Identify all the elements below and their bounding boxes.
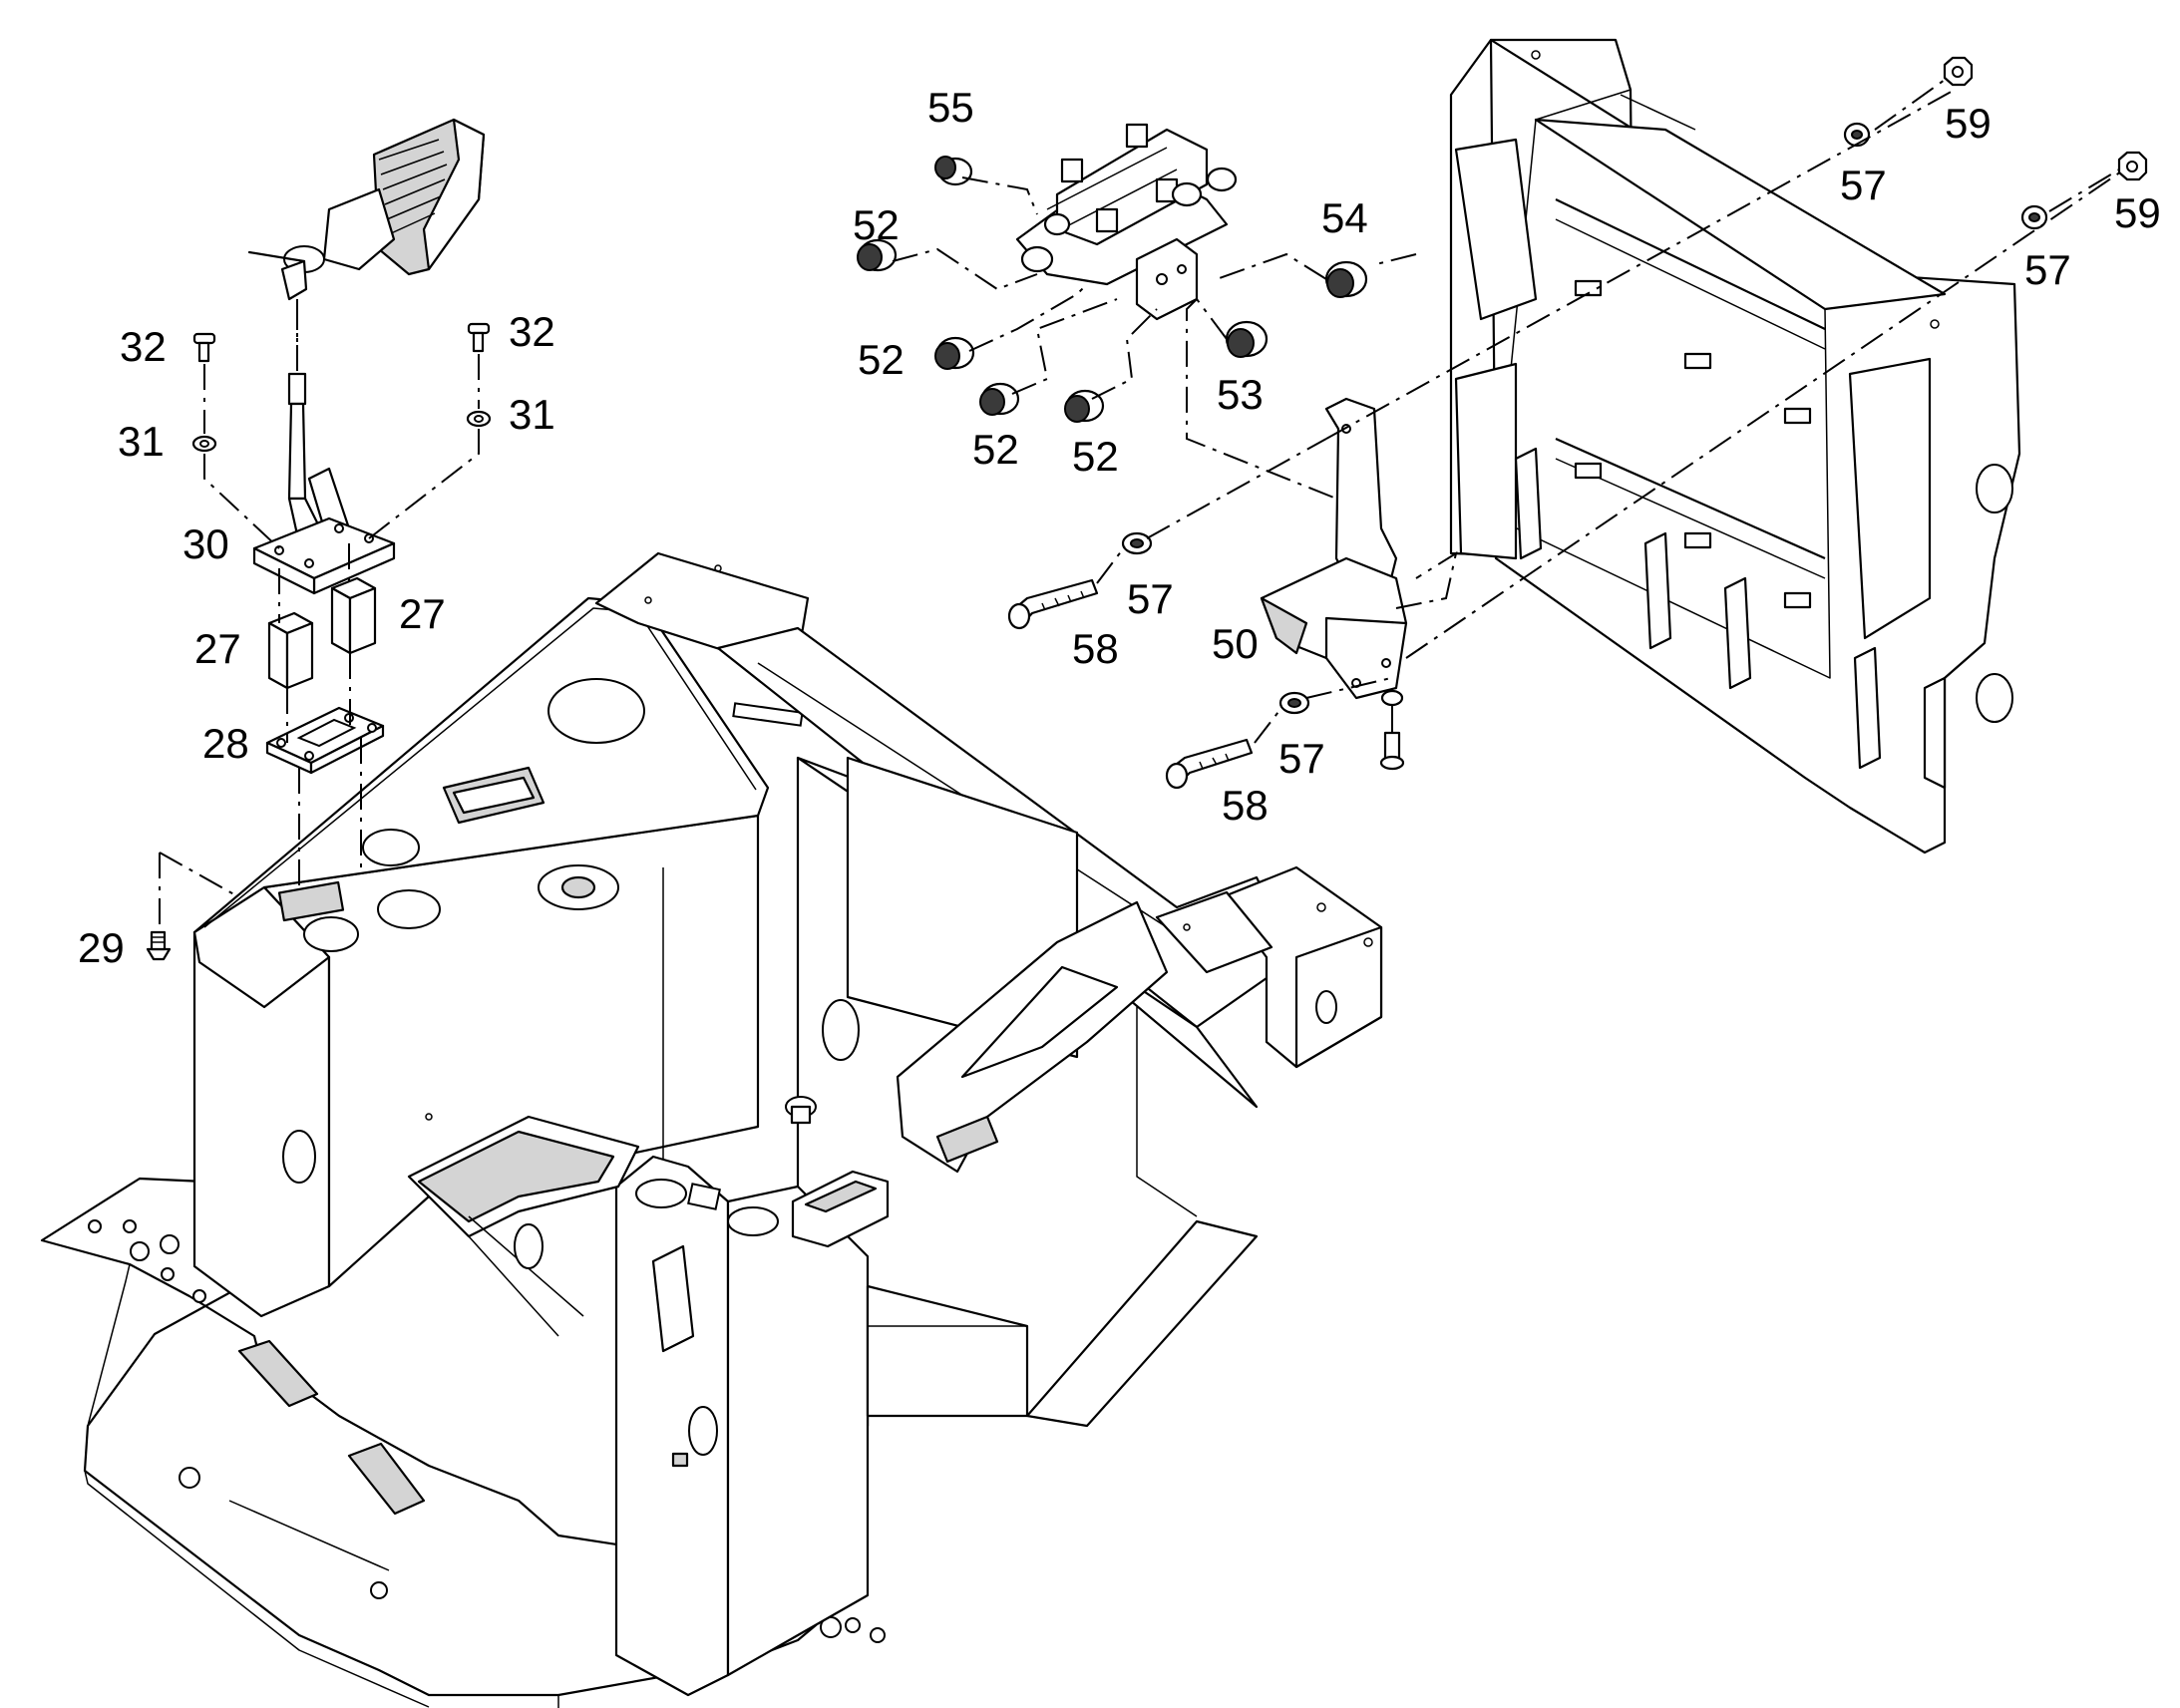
callout-58-upper: 58 bbox=[1072, 625, 1119, 672]
callout-53: 53 bbox=[1217, 371, 1264, 418]
steering-column bbox=[252, 299, 396, 595]
callout-57-lower-bolt: 57 bbox=[1278, 735, 1325, 782]
rear-frame bbox=[1449, 38, 2021, 854]
callout-54: 54 bbox=[1321, 194, 1368, 241]
rubber-mount-27 bbox=[267, 576, 377, 690]
bolts-32-washers-31 bbox=[191, 322, 492, 453]
callout-29: 29 bbox=[78, 924, 125, 971]
callout-32-right: 32 bbox=[509, 308, 555, 355]
callout-50: 50 bbox=[1212, 620, 1259, 667]
callout-52-top-left: 52 bbox=[853, 201, 900, 248]
callout-58-lower: 58 bbox=[1222, 782, 1269, 829]
callout-27-left: 27 bbox=[194, 625, 241, 672]
valve-block bbox=[1015, 123, 1238, 321]
callout-52-mid-left: 52 bbox=[858, 336, 905, 383]
callout-28: 28 bbox=[202, 720, 249, 767]
callout-labels: 32 32 31 31 30 27 27 28 29 55 52 52 52 5… bbox=[78, 84, 2161, 971]
nuts-59-washers-57 bbox=[1843, 56, 2148, 230]
callout-59-top: 59 bbox=[1945, 100, 1992, 147]
bolts-58-washers-57 bbox=[1007, 531, 1310, 790]
callout-52-bottom-right: 52 bbox=[1072, 433, 1119, 480]
main-frame bbox=[40, 551, 1383, 1708]
callout-31-right: 31 bbox=[509, 391, 555, 438]
callout-55: 55 bbox=[927, 84, 974, 131]
display-unit bbox=[247, 118, 486, 301]
leader-lines bbox=[159, 79, 2125, 927]
callout-57-right: 57 bbox=[2024, 246, 2071, 293]
callout-27-right: 27 bbox=[399, 590, 446, 637]
callout-59-right: 59 bbox=[2114, 189, 2161, 236]
callout-52-bottom-left: 52 bbox=[972, 426, 1019, 473]
callout-32-left: 32 bbox=[120, 323, 167, 370]
callout-57-upper-bolt: 57 bbox=[1127, 575, 1174, 622]
base-plate-28 bbox=[265, 706, 385, 775]
bracket-50 bbox=[1260, 397, 1408, 771]
callout-30: 30 bbox=[182, 520, 229, 567]
hose-fittings bbox=[857, 156, 1368, 423]
callout-57-top: 57 bbox=[1840, 162, 1887, 208]
bolt-29 bbox=[146, 930, 172, 961]
callout-31-left: 31 bbox=[118, 418, 165, 465]
